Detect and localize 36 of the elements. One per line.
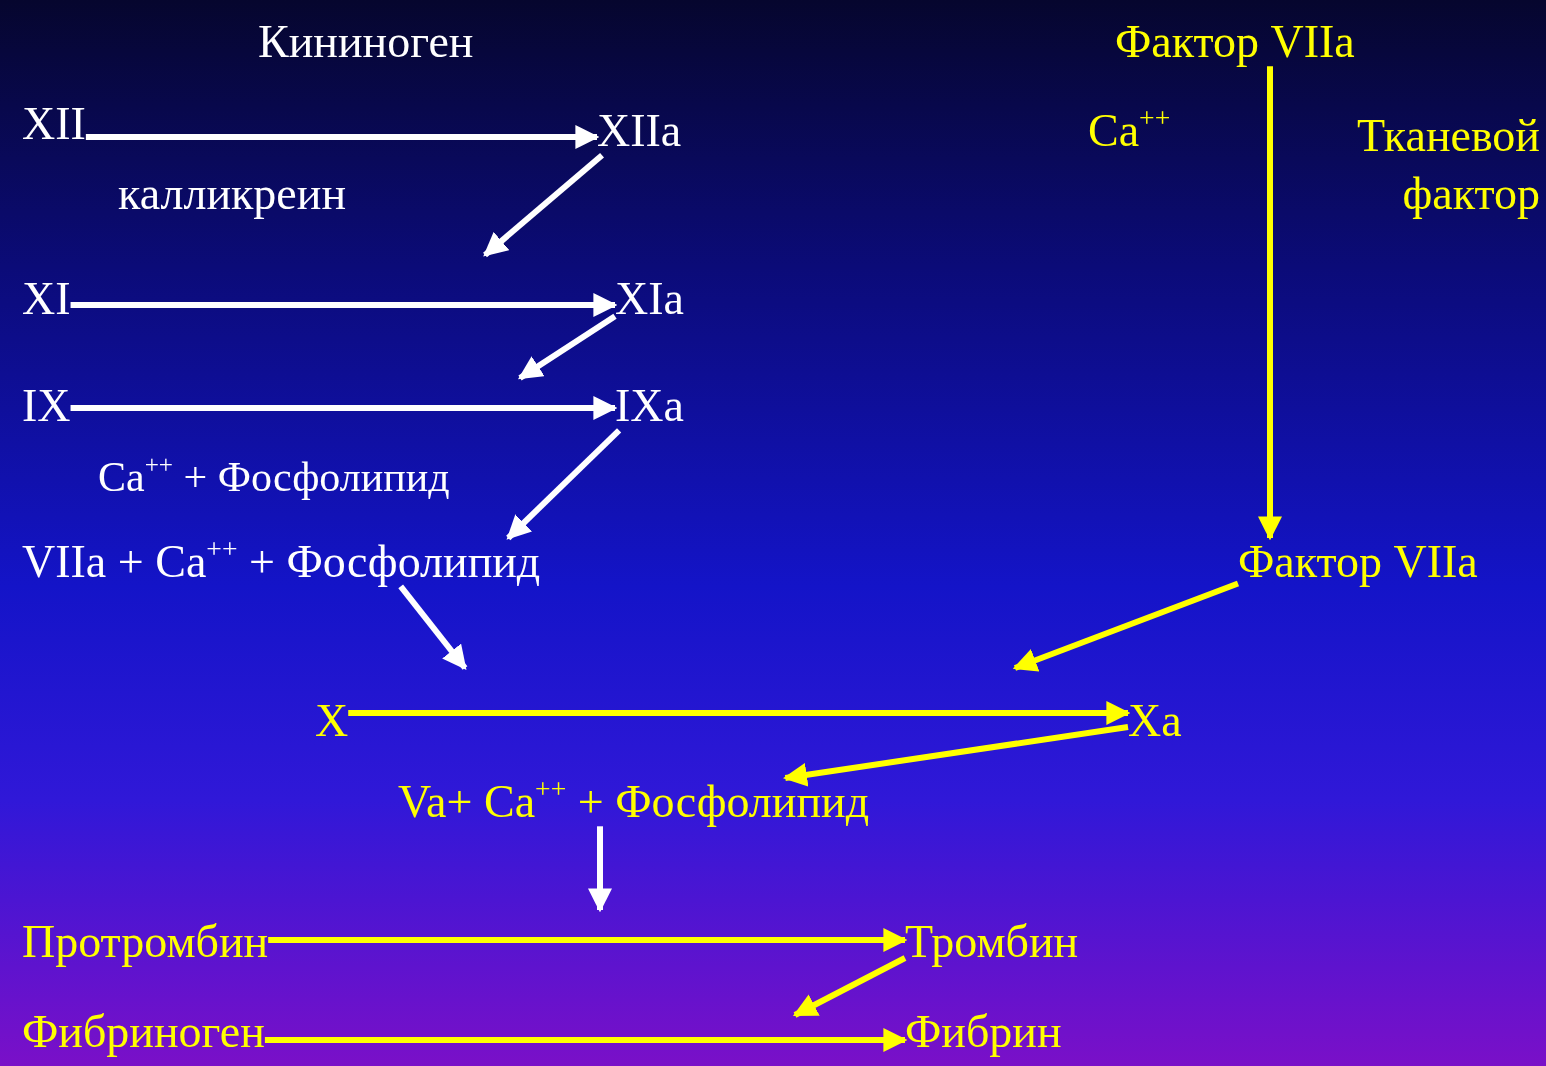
factor-label: Va+ Ca$^{++}$ + Фосфолипид [398,778,870,827]
factor-label: IX [22,382,71,431]
annotation-text: Кининоген [258,18,474,67]
arrow [506,428,622,541]
factor-label: Фактор VIIa [1238,538,1478,587]
arrow [85,125,600,149]
factor-label: VIIa + Ca$^{++}$ + Фосфолипид [22,538,541,587]
factor-label: XIa [615,275,684,324]
arrow [483,153,604,258]
arrow [588,826,612,913]
factor-label: XIIa [597,107,682,156]
factor-label: XII [22,100,86,149]
arrow [782,724,1129,787]
arrow [792,955,907,1018]
annotation-text: Тканевой фактор [1355,109,1540,221]
factor-label: X [315,697,349,746]
arrow [70,293,618,317]
factor-label: Фактор VIIa [1115,18,1355,67]
annotation-text: калликреин [118,170,346,219]
factor-label: XI [22,275,71,324]
factor-label: Фибрин [905,1008,1062,1057]
arrow [70,396,618,420]
annotation-text: Ca$^{++}$ [1088,107,1171,156]
factor-label: Протромбин [22,918,269,967]
annotation-text: Ca$^{++}$ + Фосфолипид [98,455,450,500]
factor-label: Фибриноген [22,1008,265,1057]
arrow [1258,66,1282,541]
arrow [1012,580,1240,672]
arrow [518,313,617,381]
arrow [264,1028,908,1052]
factor-label: IXa [615,382,684,431]
factor-label: Xa [1128,697,1182,746]
arrow [268,928,908,952]
arrow [348,701,1131,725]
factor-label: Тромбин [905,918,1079,967]
arrow [398,584,468,670]
